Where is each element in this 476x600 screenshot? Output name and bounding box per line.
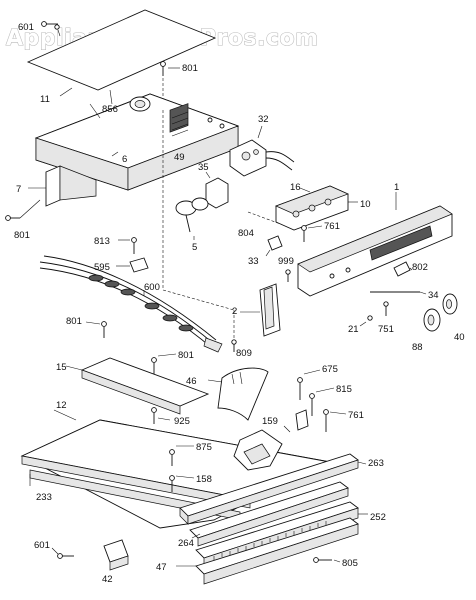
label-21: 21: [348, 324, 359, 335]
label-801: 801: [14, 230, 30, 241]
label-264: 264: [178, 538, 194, 549]
part-264-rail: [189, 481, 349, 547]
screw-805: [313, 557, 341, 563]
label-999: 999: [278, 256, 294, 267]
label-600: 600: [144, 282, 160, 293]
part-5-thermostat: [175, 197, 209, 240]
label-761: 761: [348, 410, 364, 421]
label-856: 856: [102, 104, 118, 115]
label-875: 875: [196, 442, 212, 453]
label-2: 2: [232, 306, 237, 317]
label-32: 32: [258, 114, 269, 125]
label-35: 35: [198, 162, 209, 173]
screw-158: [169, 475, 195, 492]
label-802: 802: [412, 262, 428, 273]
label-601: 601: [34, 540, 50, 551]
part-21-screw: [359, 315, 373, 327]
label-11: 11: [40, 94, 50, 105]
label-761: 761: [324, 221, 340, 232]
label-601: 601: [18, 22, 34, 33]
label-16: 16: [290, 182, 301, 193]
screw-801-left: [5, 199, 41, 221]
part-159-latch: [233, 425, 291, 471]
part-159-clip: [295, 409, 309, 431]
label-809: 809: [236, 348, 252, 359]
part-595-clip: [116, 257, 149, 273]
part-16-control-board: [275, 185, 358, 231]
part-33-knob-clip: [265, 235, 283, 257]
label-34: 34: [428, 290, 439, 301]
label-10: 10: [360, 199, 371, 210]
label-801: 801: [182, 63, 198, 74]
part-35-relay: [205, 171, 229, 209]
label-7: 7: [16, 184, 21, 195]
label-801: 801: [66, 316, 82, 327]
part-751-screw: [383, 301, 389, 316]
label-47: 47: [156, 562, 167, 573]
part-7-left-bracket: [28, 165, 97, 207]
label-42: 42: [102, 574, 113, 585]
callout-labels: 601 801 11 856 6 49 32 7 801 35 16 10 1 …: [14, 22, 465, 585]
label-159: 159: [262, 416, 278, 427]
screw-875: [169, 445, 194, 466]
part-15-channel: [65, 357, 210, 415]
label-595: 595: [94, 262, 110, 273]
label-1: 1: [394, 182, 399, 193]
part-1-control-panel: [297, 192, 453, 297]
part-47-bottom-rail: [176, 517, 359, 585]
label-40: 40: [454, 332, 465, 343]
label-675: 675: [322, 364, 338, 375]
screw-925: [151, 407, 171, 424]
part-263-front-rail: [179, 453, 367, 525]
part-46-baffle: [207, 367, 269, 421]
part-40-knob: [442, 293, 458, 315]
label-925: 925: [174, 416, 190, 427]
label-46: 46: [186, 376, 197, 387]
label-813: 813: [94, 236, 110, 247]
part-88-knob: [423, 308, 441, 332]
label-801: 801: [178, 350, 194, 361]
screw-801-mid: [85, 321, 107, 338]
label-12: 12: [56, 400, 67, 411]
part-34-bracket: [370, 291, 427, 295]
part-6-rear-housing: [34, 93, 240, 191]
part-11-top-panel: [26, 9, 217, 105]
screw-601-bottom: [51, 547, 74, 559]
label-15: 15: [56, 362, 67, 373]
part-32-switch: [229, 125, 295, 177]
screw-601-top: [41, 21, 58, 27]
part-49-vent-grille: [169, 103, 189, 137]
label-815: 815: [336, 384, 352, 395]
label-751: 751: [378, 324, 394, 335]
part-42-clip: [103, 539, 129, 571]
screw-813: [118, 237, 137, 254]
label-6: 6: [122, 154, 127, 165]
screw-761-lower: [323, 409, 347, 432]
label-233: 233: [36, 492, 52, 503]
label-804: 804: [238, 228, 254, 239]
part-2-sensor-cover: [240, 283, 281, 337]
label-805: 805: [342, 558, 358, 569]
part-999-screw: [285, 269, 291, 282]
label-158: 158: [196, 474, 212, 485]
label-263: 263: [368, 458, 384, 469]
label-49: 49: [174, 152, 185, 163]
label-5: 5: [192, 242, 197, 253]
screw-801-center: [151, 353, 177, 374]
part-809-screw: [231, 339, 237, 352]
screw-815: [309, 387, 335, 416]
label-252: 252: [370, 512, 386, 523]
screw-675: [297, 369, 321, 400]
label-33: 33: [248, 256, 259, 267]
part-600-wire-harness: [39, 255, 223, 353]
label-88: 88: [412, 342, 423, 353]
